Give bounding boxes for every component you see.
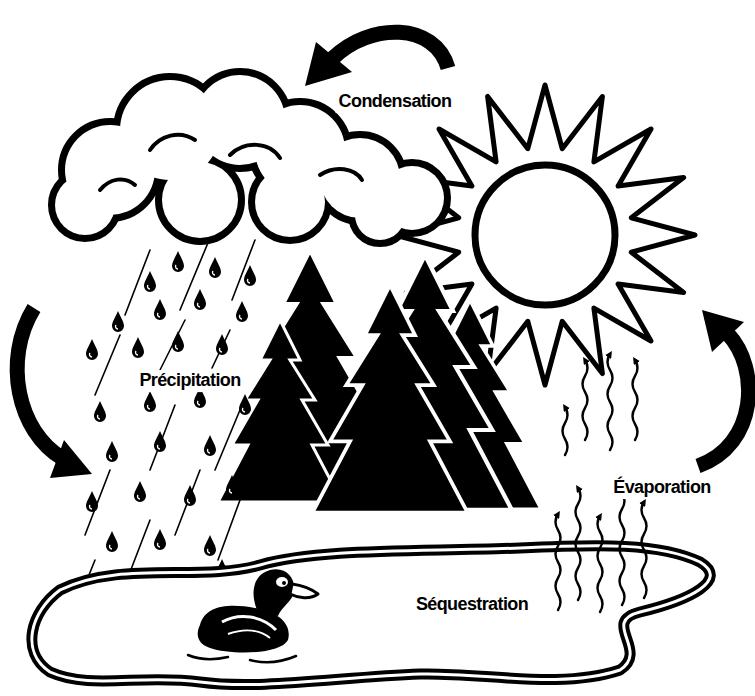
duck [188,569,318,662]
cycle-label: Séquestration [413,594,531,616]
lake [32,546,710,685]
cycle-arrows [17,32,748,478]
cycle-label: Évaporation [610,477,713,499]
cycle-label: Condensation [336,91,455,113]
cycle-label: Précipitation [136,370,243,392]
lake-shore [32,546,710,685]
arrow-head [702,310,744,352]
cycle-arrow [333,32,448,68]
sun-disc [475,165,615,305]
cycle-arrow [17,308,62,458]
pine-trees [218,250,541,513]
arrow-head [50,440,92,478]
rain [75,238,256,610]
cycle-arrow [698,334,749,466]
arrow-head [305,42,352,86]
